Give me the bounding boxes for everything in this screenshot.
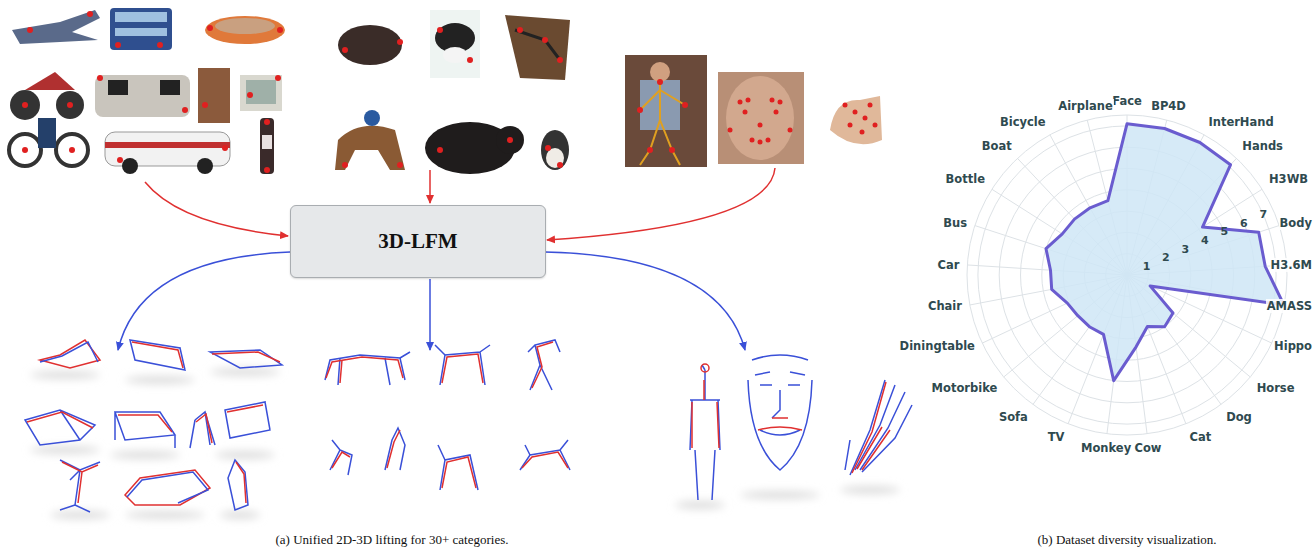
axis-label: Hands bbox=[1241, 139, 1284, 153]
axis-label: Hippo bbox=[1273, 339, 1313, 353]
axis-label: H3WB bbox=[1268, 172, 1309, 186]
subfigure-caption: (a) Unified 2D-3D lifting for 30+ catego… bbox=[276, 532, 509, 548]
axis-label: Boat bbox=[981, 139, 1013, 153]
axis-label: Sofa bbox=[998, 410, 1029, 424]
axis-label: Diningtable bbox=[899, 339, 976, 353]
object-images bbox=[9, 8, 285, 174]
axis-label: Horse bbox=[1256, 381, 1296, 395]
axis-label: Dog bbox=[1225, 410, 1253, 424]
model-box: 3D-LFM bbox=[290, 205, 546, 278]
axis-label: Bicycle bbox=[999, 115, 1047, 129]
axis-label: Car bbox=[936, 258, 960, 272]
axis-label: Cat bbox=[1188, 430, 1212, 444]
axis-label: Body bbox=[1279, 216, 1313, 230]
axis-label: Monkey bbox=[1080, 441, 1132, 455]
radar-chart bbox=[967, 115, 1287, 435]
tick-label: 3 bbox=[1182, 243, 1190, 256]
axis-label: Airplane bbox=[1057, 99, 1113, 113]
animal-images bbox=[335, 10, 570, 174]
axis-label: Face bbox=[1111, 94, 1143, 108]
axis-label: AMASS bbox=[1266, 299, 1313, 313]
flow-arrows bbox=[118, 168, 775, 350]
tick-label: 6 bbox=[1240, 217, 1248, 230]
axis-label: BP4D bbox=[1150, 99, 1187, 113]
axis-label: Chair bbox=[927, 299, 963, 313]
subfigure-caption: (b) Dataset diversity visualization. bbox=[1037, 532, 1216, 548]
axis-label: H3.6M bbox=[1270, 258, 1313, 272]
tick-label: 5 bbox=[1220, 225, 1228, 238]
axis-label: Motorbike bbox=[931, 381, 999, 395]
model-name: 3D-LFM bbox=[378, 229, 457, 254]
skeleton-outputs bbox=[25, 340, 912, 519]
human-images bbox=[625, 55, 882, 167]
tick-label: 7 bbox=[1259, 208, 1267, 221]
tick-label: 1 bbox=[1143, 260, 1151, 273]
axis-label: InterHand bbox=[1207, 115, 1274, 129]
axis-label: Bottle bbox=[945, 172, 986, 186]
axis-label: Cow bbox=[1133, 441, 1162, 455]
axis-label: TV bbox=[1047, 430, 1066, 444]
tick-label: 2 bbox=[1162, 251, 1170, 264]
tick-label: 4 bbox=[1201, 234, 1209, 247]
axis-label: Bus bbox=[942, 216, 968, 230]
